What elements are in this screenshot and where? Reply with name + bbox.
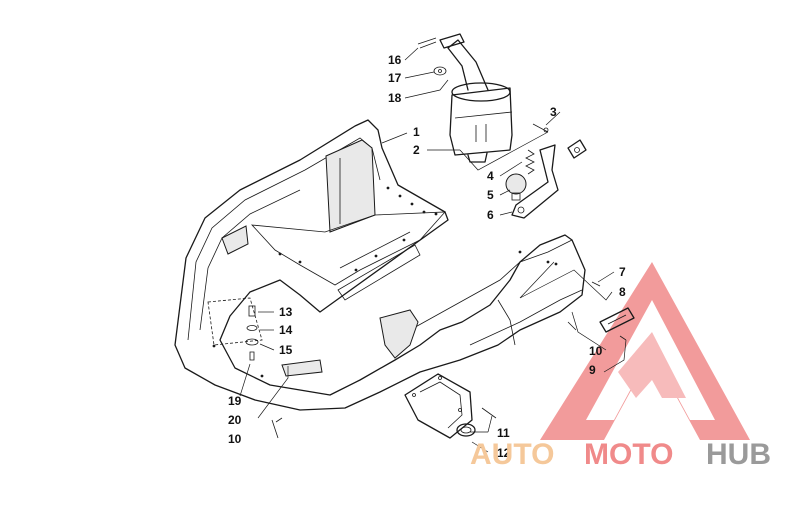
- callout-12: 12: [497, 446, 511, 460]
- exhaust-outlet: [404, 373, 497, 439]
- muffler-bracket: [511, 139, 587, 219]
- shield-screws: [567, 281, 627, 341]
- callout-9: 9: [589, 363, 596, 377]
- watermark-text: AUTO MOTO HUB: [470, 438, 771, 471]
- callout-13: 13: [279, 305, 293, 319]
- rivet-dots: [212, 186, 558, 378]
- watermark-inner-mark: [618, 332, 686, 398]
- callout-7: 7: [619, 265, 626, 279]
- left-hardware: [245, 305, 283, 439]
- callout-2: 2: [413, 143, 420, 157]
- mount-bolt: [532, 123, 549, 133]
- muffler: [439, 33, 513, 163]
- callout-10-right: 10: [589, 344, 603, 358]
- callout-19: 19: [228, 394, 242, 408]
- callout-3: 3: [550, 105, 557, 119]
- watermark-moto: MOTO: [584, 438, 673, 471]
- callout-1: 1: [413, 125, 420, 139]
- callout-8: 8: [619, 285, 626, 299]
- leader-lines: [239, 47, 627, 453]
- callout-11: 11: [497, 426, 510, 440]
- callout-5: 5: [487, 188, 494, 202]
- callout-6: 6: [487, 208, 494, 222]
- callout-labels: 1 2 3 4 5 6 7 8 9 10 10 11 12 13 14 15 1…: [228, 53, 626, 460]
- watermark-hub: HUB: [706, 438, 771, 471]
- rubber-grommet: [505, 173, 527, 201]
- tension-spring: [525, 149, 535, 175]
- callout-20: 20: [228, 413, 242, 427]
- callout-14: 14: [279, 323, 293, 337]
- watermark-triangle: [540, 262, 750, 440]
- callout-4: 4: [487, 169, 494, 183]
- callout-16: 16: [388, 53, 402, 67]
- callout-15: 15: [279, 343, 293, 357]
- pipe-clamp-hardware: [417, 37, 447, 76]
- watermark-auto: AUTO: [470, 438, 554, 471]
- callout-18: 18: [388, 91, 402, 105]
- callout-17: 17: [388, 71, 402, 85]
- heat-shield: [599, 307, 635, 333]
- belly-pan: [174, 119, 586, 411]
- watermark-logo: [540, 262, 750, 440]
- callout-10-left: 10: [228, 432, 242, 446]
